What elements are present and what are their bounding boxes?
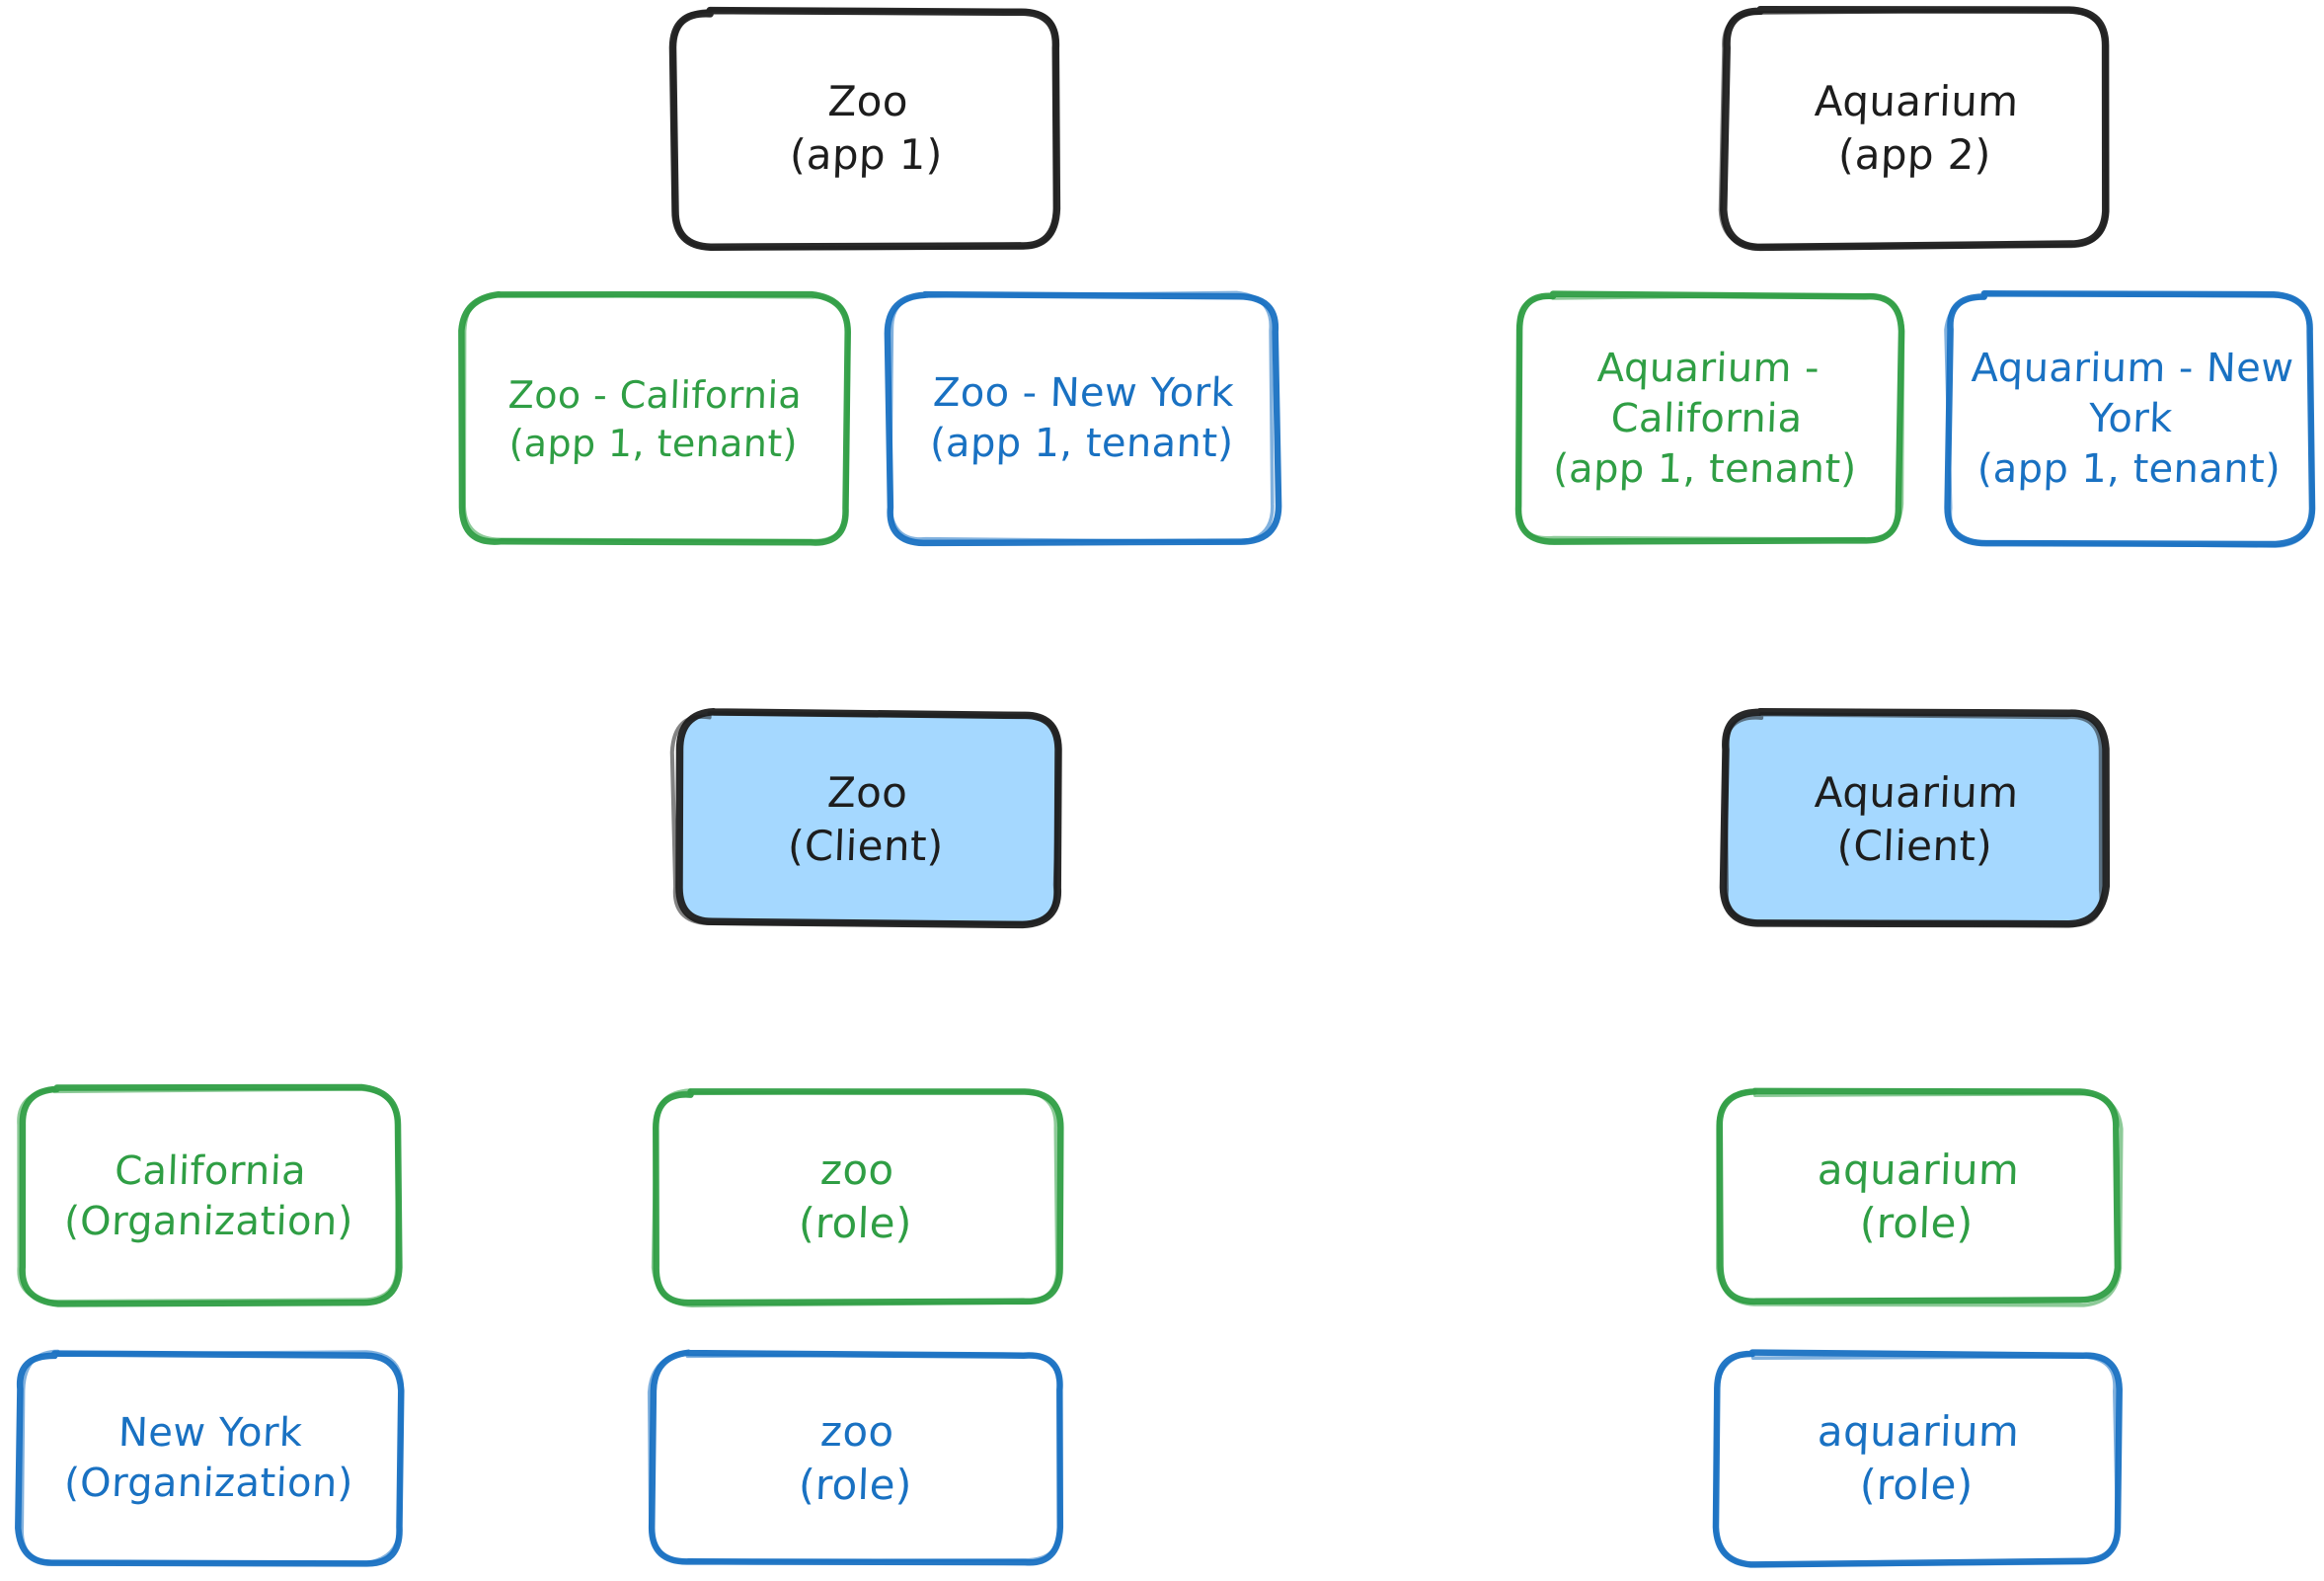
node-label-app-aquarium: Aquarium (app 2)	[1813, 77, 2020, 179]
node-tenant-zoo-california[interactable]: Zoo - California (app 1, tenant)	[458, 290, 851, 546]
node-role-aquarium-blue[interactable]: aquarium (role)	[1712, 1349, 2123, 1568]
node-tenant-aquarium-california[interactable]: Aquarium - California (app 1, tenant)	[1513, 290, 1905, 545]
node-app-zoo[interactable]: Zoo (app 1)	[668, 6, 1061, 251]
node-label-tenant-aquarium-new-york: Aquarium - New York (app 1, tenant)	[1970, 345, 2294, 493]
node-label-client-aquarium: Aquarium (Client)	[1813, 767, 2020, 870]
node-app-aquarium[interactable]: Aquarium (app 2)	[1718, 6, 2110, 252]
node-label-tenant-aquarium-california: Aquarium - California (app 1, tenant)	[1552, 345, 1858, 493]
node-label-client-zoo: Zoo (Client)	[787, 767, 945, 870]
node-label-role-zoo-blue: zoo (role)	[798, 1407, 913, 1509]
node-client-aquarium[interactable]: Aquarium (Client)	[1719, 708, 2111, 928]
node-label-org-california: California (Organization)	[63, 1147, 354, 1244]
node-label-role-zoo-green: zoo (role)	[798, 1146, 913, 1247]
node-org-california[interactable]: California (Organization)	[17, 1083, 403, 1307]
node-role-zoo-blue[interactable]: zoo (role)	[647, 1349, 1064, 1566]
node-label-role-aquarium-green: aquarium (role)	[1816, 1146, 2021, 1247]
node-label-org-new-york: New York (Organization)	[63, 1409, 354, 1506]
node-label-tenant-zoo-new-york: Zoo - New York (app 1, tenant)	[929, 370, 1236, 467]
node-tenant-aquarium-new-york[interactable]: Aquarium - New York (app 1, tenant)	[1944, 290, 2316, 548]
node-org-new-york[interactable]: New York (Organization)	[15, 1349, 405, 1567]
node-client-zoo[interactable]: Zoo (Client)	[669, 707, 1062, 929]
node-label-app-zoo: Zoo (app 1)	[788, 77, 944, 179]
node-label-tenant-zoo-california: Zoo - California (app 1, tenant)	[507, 372, 804, 465]
node-role-zoo-green[interactable]: zoo (role)	[651, 1088, 1064, 1307]
node-label-role-aquarium-blue: aquarium (role)	[1816, 1407, 2021, 1509]
node-tenant-zoo-new-york[interactable]: Zoo - New York (app 1, tenant)	[884, 290, 1282, 547]
node-role-aquarium-green[interactable]: aquarium (role)	[1716, 1087, 2124, 1307]
